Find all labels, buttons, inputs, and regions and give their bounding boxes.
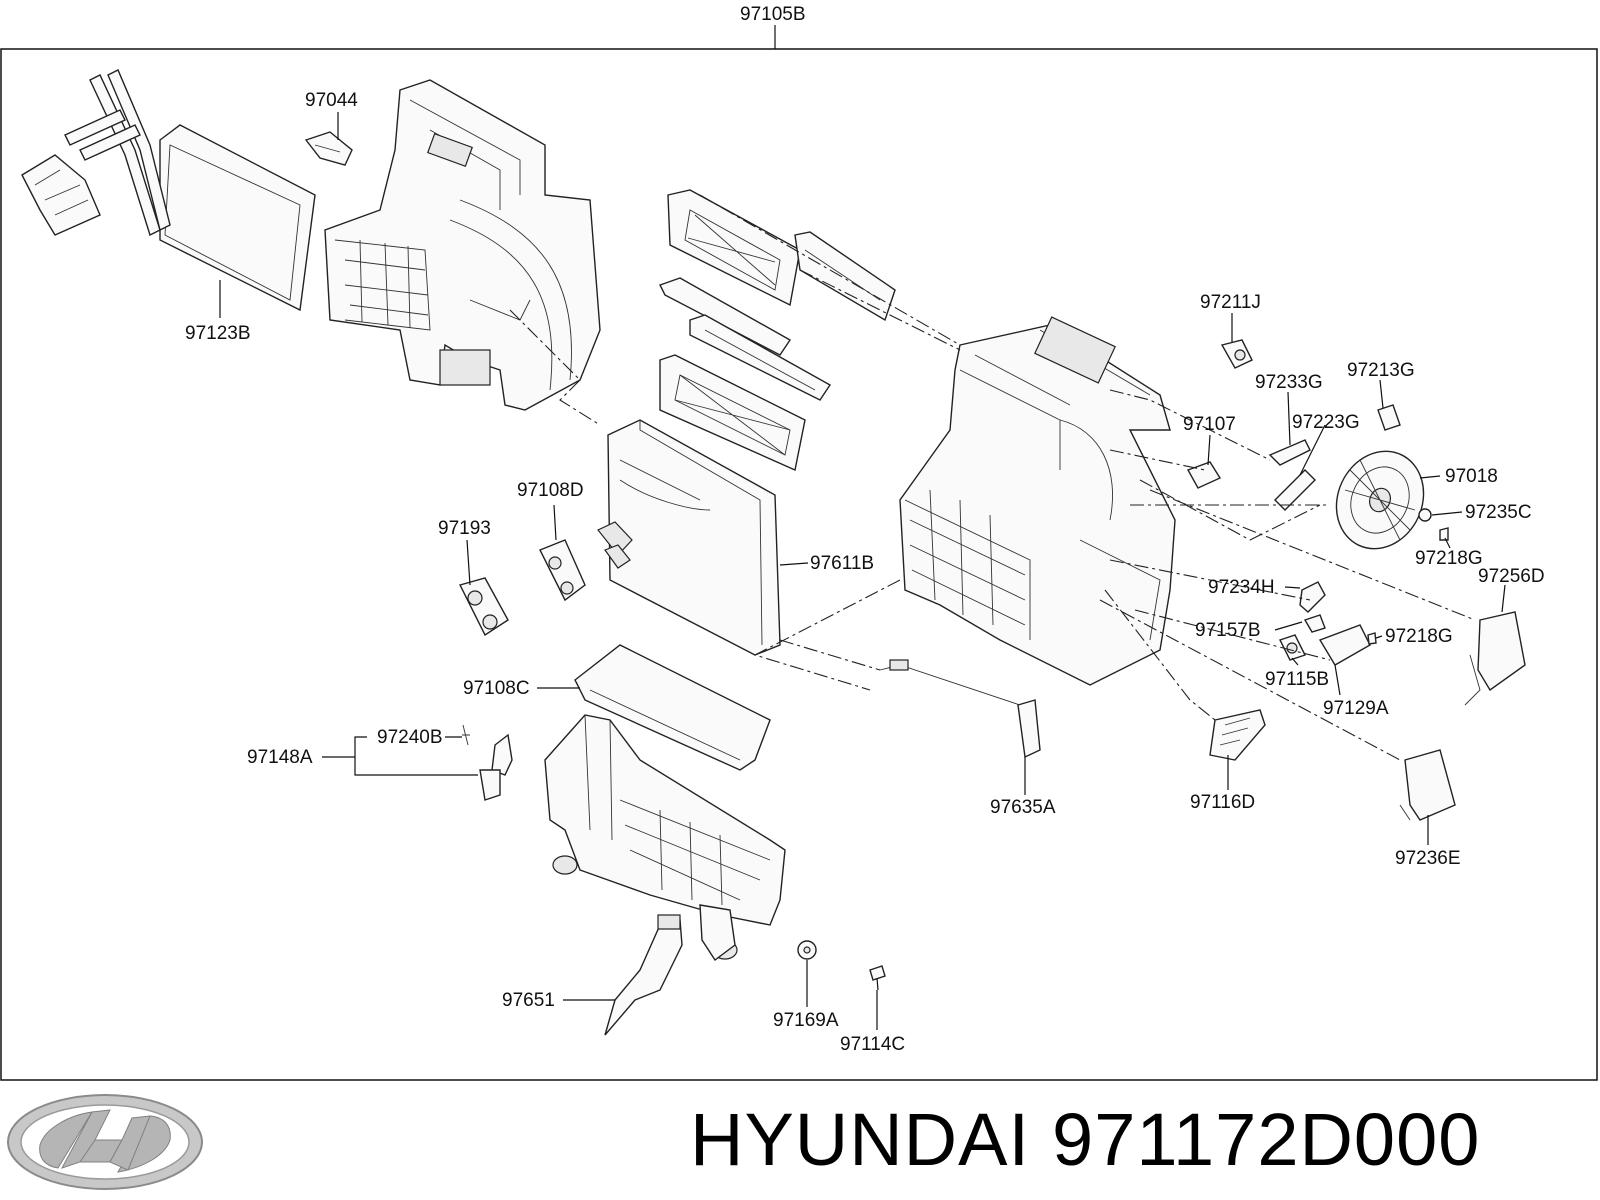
label-part: 97213G [1347,360,1415,381]
upper-housing-part [324,79,601,411]
module-part-97256D [1464,611,1526,706]
label-part: 97240B [377,727,443,748]
module-part-97236E [1399,749,1456,821]
footer-title: HYUNDAI 971172D000 [690,1085,1590,1195]
nut-part-97169A [797,940,817,960]
gasket-part-97193 [458,577,509,637]
actuator-part-97115B [1279,634,1306,661]
label-part: 97108C [463,678,530,699]
brand-name: HYUNDAI [690,1098,1031,1181]
label-part: 97116D [1190,792,1255,813]
screw-part-97114C [869,965,886,991]
heater-core-part [21,69,316,312]
label-part: 97223G [1292,412,1360,433]
hyundai-logo-icon [7,1094,203,1190]
label-part: 97193 [438,518,491,539]
label-part: 97157B [1195,620,1261,641]
bushing-part-97213G [1377,404,1401,431]
screw-part-97218G-2 [1367,632,1377,645]
label-top: 97105B [740,4,806,25]
main-housing-part [899,316,1176,686]
label-part: 97235C [1465,502,1532,523]
label-part: 97123B [185,323,251,344]
label-part: 97218G [1385,626,1453,647]
label-part: 97611B [810,553,874,574]
blower-motor-part-97018 [1335,450,1425,550]
diagram-border [0,48,1598,1081]
label-part: 97234H [1208,577,1275,598]
label-part: 97651 [502,990,555,1011]
filter-frames-part [659,189,896,471]
washer-part-97235C [1418,508,1432,522]
label-part: 97129A [1323,698,1389,719]
lever-part-97223G [1274,469,1316,511]
plate-part-97129A [1318,624,1371,666]
label-part: 97211J [1200,292,1261,313]
clip-part-97044 [304,131,353,166]
actuator-part-97116D [1209,709,1266,761]
label-part: 97114C [840,1034,905,1055]
label-part: 97148A [247,747,313,768]
link-part-97157B [1303,614,1326,633]
lever-part-97233G [1268,439,1311,466]
sensor-part-97148A [462,724,513,801]
label-part: 97635A [990,797,1056,818]
harness-part-97635A [879,659,1041,759]
lower-housing-part [544,644,786,962]
label-part: 97018 [1445,466,1498,487]
label-part: 97236E [1395,848,1461,869]
lever-part-97234H [1299,581,1326,613]
label-part: 97256D [1478,566,1545,587]
label-part: 97169A [773,1010,839,1031]
label-part: 97108D [517,480,584,501]
connector-part-97107 [1186,461,1222,489]
part-number: 971172D000 [1052,1098,1481,1181]
actuator-part-97211J [1220,339,1253,369]
label-part: 97044 [305,90,358,111]
screw-part-97218G [1439,527,1449,541]
evaporator-part [597,419,781,656]
gasket-part-97108D [539,539,586,602]
label-part: 97218G [1415,548,1483,569]
drain-hose-part [604,914,683,1036]
label-part: 97107 [1183,414,1236,435]
label-part: 97233G [1255,372,1323,393]
label-part: 97115B [1265,669,1329,690]
